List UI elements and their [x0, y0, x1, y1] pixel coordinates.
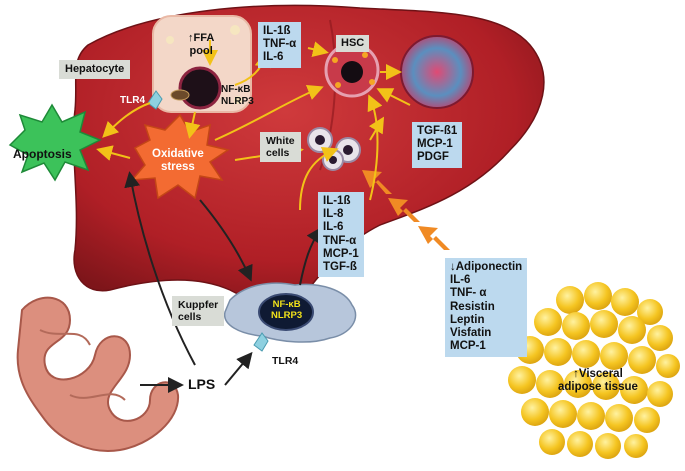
fibrotic-tissue	[400, 35, 474, 109]
visceral-adipose-label: ↑Visceral adipose tissue	[558, 368, 638, 394]
tlr4-receptor-icon	[147, 90, 163, 110]
lipid-droplet	[230, 25, 240, 35]
adipose-signal-arrows	[362, 170, 450, 250]
adipose-tissue	[508, 282, 680, 459]
intestine-shape	[16, 296, 180, 452]
oxidative-stress-burst	[130, 113, 230, 200]
intestine-fold	[39, 329, 126, 401]
kupffer-nucleus	[258, 293, 314, 331]
pathway-arrows	[124, 171, 323, 393]
tlr4-liver-label: TLR4	[120, 95, 145, 106]
white-cells-label: White cells	[260, 132, 301, 163]
ffa-pool-label: ↑FFA pool	[188, 32, 215, 57]
nfkb-nlrp3-kupffer-label: NF-κB NLRP3	[271, 299, 303, 321]
apoptosis-burst	[8, 103, 102, 182]
kupffer-cytokines-box: IL-1ß IL-8 IL-6 TNF-α MCP-1 TGF-ß	[318, 192, 364, 278]
hsc-label: HSC	[336, 35, 370, 52]
nfkb-nlrp3-hepatocyte-label: NF-κB NLRP3	[221, 84, 254, 107]
adipokines-box: ↓Adiponectin IL-6 TNF- α Resistin Leptin…	[445, 258, 528, 357]
hepatocyte-label: Hepatocyte	[59, 60, 131, 79]
kupffer-cells-label: Kuppfer cells	[172, 296, 225, 327]
tlr4-kupffer-label: TLR4	[272, 355, 299, 367]
lps-label: LPS	[188, 376, 216, 392]
hsc-factors-box: TGF-ß1 MCP-1 PDGF	[412, 122, 463, 168]
mitochondrion-icon	[170, 89, 190, 101]
lipid-droplet	[166, 36, 174, 44]
tlr4-receptor-icon	[253, 332, 269, 352]
oxidative-stress-label: Oxidative stress	[152, 148, 204, 174]
lipid-droplet	[234, 96, 242, 104]
apoptosis-label: Apoptosis	[13, 147, 72, 161]
hsc-nucleus	[341, 61, 363, 83]
hepatocyte-nucleus	[178, 66, 222, 110]
cytokines-top-box: IL-1ß TNF-α IL-6	[258, 22, 302, 68]
